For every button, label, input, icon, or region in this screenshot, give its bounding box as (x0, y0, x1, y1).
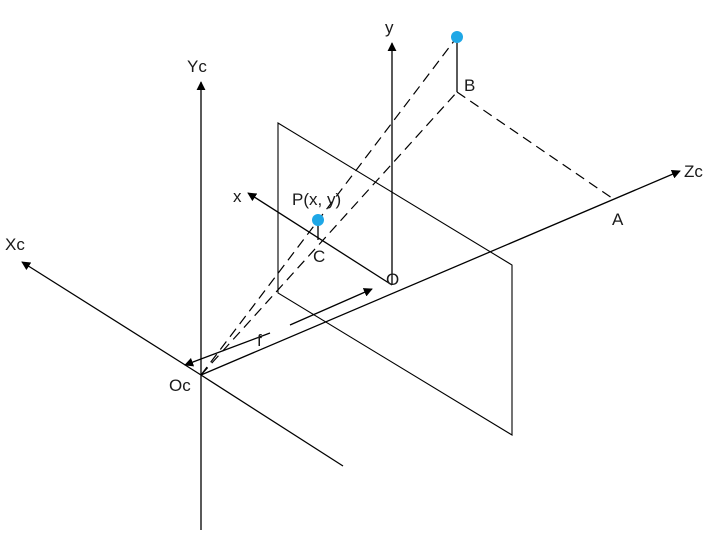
yc-label: Yc (187, 57, 207, 76)
segment-b-a (456, 91, 613, 199)
y-label: y (385, 18, 394, 37)
x-axis (247, 192, 393, 286)
zc-axis (200, 170, 681, 376)
point-c-label: C (313, 247, 325, 266)
zc-label: Zc (684, 162, 703, 181)
focal-length-label: f (257, 331, 262, 350)
oc-label: Oc (169, 376, 191, 395)
origin-o-label: O (386, 270, 399, 289)
point-p-label: P(x, y) (292, 190, 341, 209)
projection-ray-lower (200, 91, 458, 376)
image-point-p (312, 214, 324, 226)
focal-length-arrow (289, 288, 373, 326)
focal-length-arrow (184, 332, 271, 367)
x-label: x (233, 187, 242, 206)
point-a-label: A (612, 210, 624, 229)
xc-axis (21, 261, 202, 376)
xc-axis-extension (200, 374, 344, 467)
image-plane (277, 122, 513, 436)
point-b-label: B (464, 76, 475, 95)
xc-label: Xc (5, 235, 25, 254)
world-point (451, 31, 463, 43)
projection-ray-upper (200, 36, 458, 376)
